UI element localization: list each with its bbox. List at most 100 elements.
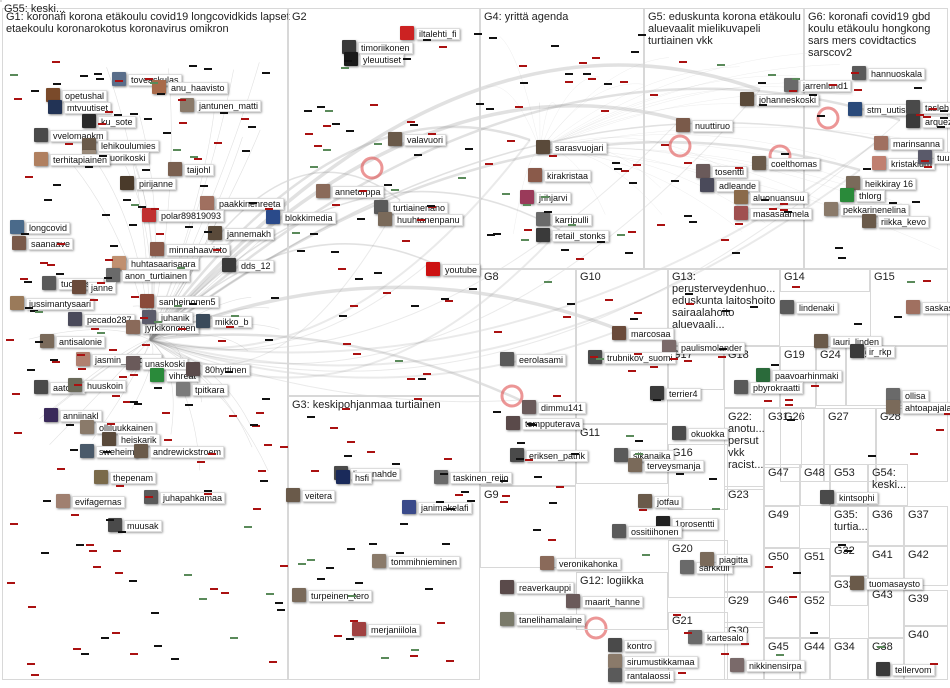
node-marker (447, 508, 455, 510)
node-marker (96, 78, 104, 80)
node-label: saanaave (28, 238, 73, 250)
group-title-g40: G40 (908, 629, 946, 641)
avatar-icon (862, 214, 876, 228)
node-marker (551, 45, 559, 47)
node-marker (628, 370, 636, 372)
avatar-icon (286, 488, 300, 502)
node-marker (258, 470, 266, 472)
avatar-icon (734, 380, 748, 394)
node-marker (657, 224, 665, 226)
node-marker (163, 132, 171, 134)
node-marker (164, 439, 172, 441)
avatar-icon (352, 622, 366, 636)
node-marker (789, 596, 797, 598)
avatar-icon (10, 220, 24, 234)
node-marker (194, 158, 202, 160)
node-marker (507, 140, 515, 142)
node-marker (310, 233, 318, 235)
node-marker (750, 306, 758, 308)
node-marker (829, 84, 837, 86)
avatar-icon (734, 206, 748, 220)
node-label: jannemakh (224, 228, 274, 240)
node-marker (544, 211, 552, 213)
group-title-g49: G49 (768, 509, 798, 521)
node-marker (374, 143, 382, 145)
node-marker (759, 104, 767, 106)
group-title-g25: G25 (850, 349, 946, 361)
node-marker (524, 229, 532, 231)
node-marker (249, 202, 257, 204)
node-marker (476, 103, 484, 105)
node-marker (940, 110, 948, 112)
node-marker (231, 315, 239, 317)
node-marker (115, 80, 123, 82)
node-marker (57, 468, 65, 470)
node-marker (27, 663, 35, 665)
node-label: unaskoski (142, 358, 188, 370)
node-marker (467, 500, 475, 502)
avatar-icon (522, 400, 536, 414)
node-marker (20, 278, 28, 280)
node-marker (423, 39, 431, 41)
node-marker (130, 401, 138, 403)
node-marker (769, 208, 777, 210)
node-marker (262, 72, 270, 74)
node-marker (28, 606, 36, 608)
node-label: huuhtanenpanu (394, 214, 463, 226)
node-marker (210, 588, 218, 590)
node-marker (80, 75, 88, 77)
group-title-g35: G35: turtia... (834, 509, 870, 533)
node-marker (305, 133, 313, 135)
node-marker (129, 224, 137, 226)
node-marker (634, 312, 642, 314)
node-label: eriksen_patrik (526, 450, 588, 462)
avatar-icon (780, 300, 794, 314)
node-marker (113, 550, 121, 552)
node-marker (353, 353, 361, 355)
node-marker (384, 184, 392, 186)
node-marker (241, 118, 249, 120)
node-marker (27, 369, 35, 371)
node-marker (940, 117, 948, 119)
node-marker (110, 245, 118, 247)
avatar-icon (756, 368, 770, 382)
group-title-g5: G5: eduskunta korona etäkoulu aluevaalit… (648, 11, 808, 47)
node-label: thepenam (110, 472, 156, 484)
node-marker (500, 480, 508, 482)
node-label: heikkiray 16 (862, 178, 916, 190)
node-marker (325, 110, 333, 112)
node-marker (868, 455, 876, 457)
node-marker (266, 593, 274, 595)
node-label: sanheinonen5 (156, 296, 219, 308)
node-marker (914, 87, 922, 89)
node-marker (307, 416, 315, 418)
node-marker (343, 343, 351, 345)
avatar-icon (672, 426, 686, 440)
node-marker (157, 93, 165, 95)
node-label: aluonuansuu (750, 192, 808, 204)
node-marker (516, 458, 524, 460)
group-title-g55: G55: keski... (4, 3, 65, 15)
node-marker (565, 81, 573, 83)
node-marker (678, 672, 686, 674)
node-marker (307, 559, 315, 561)
node-marker (614, 168, 622, 170)
node-marker (937, 126, 945, 128)
node-marker (89, 550, 97, 552)
node-marker (717, 64, 725, 66)
node-marker (776, 654, 784, 656)
node-marker (265, 339, 273, 341)
node-marker (189, 65, 197, 67)
node-marker (590, 356, 598, 358)
node-marker (601, 110, 609, 112)
node-marker (576, 258, 584, 260)
avatar-icon (566, 594, 580, 608)
node-label: dds_12 (238, 260, 274, 272)
node-marker (204, 493, 212, 495)
node-label: reaverkauppi (516, 582, 574, 594)
node-marker (97, 332, 105, 334)
node-marker (56, 273, 64, 275)
node-marker (355, 582, 363, 584)
node-label: kintsophi (836, 492, 878, 504)
